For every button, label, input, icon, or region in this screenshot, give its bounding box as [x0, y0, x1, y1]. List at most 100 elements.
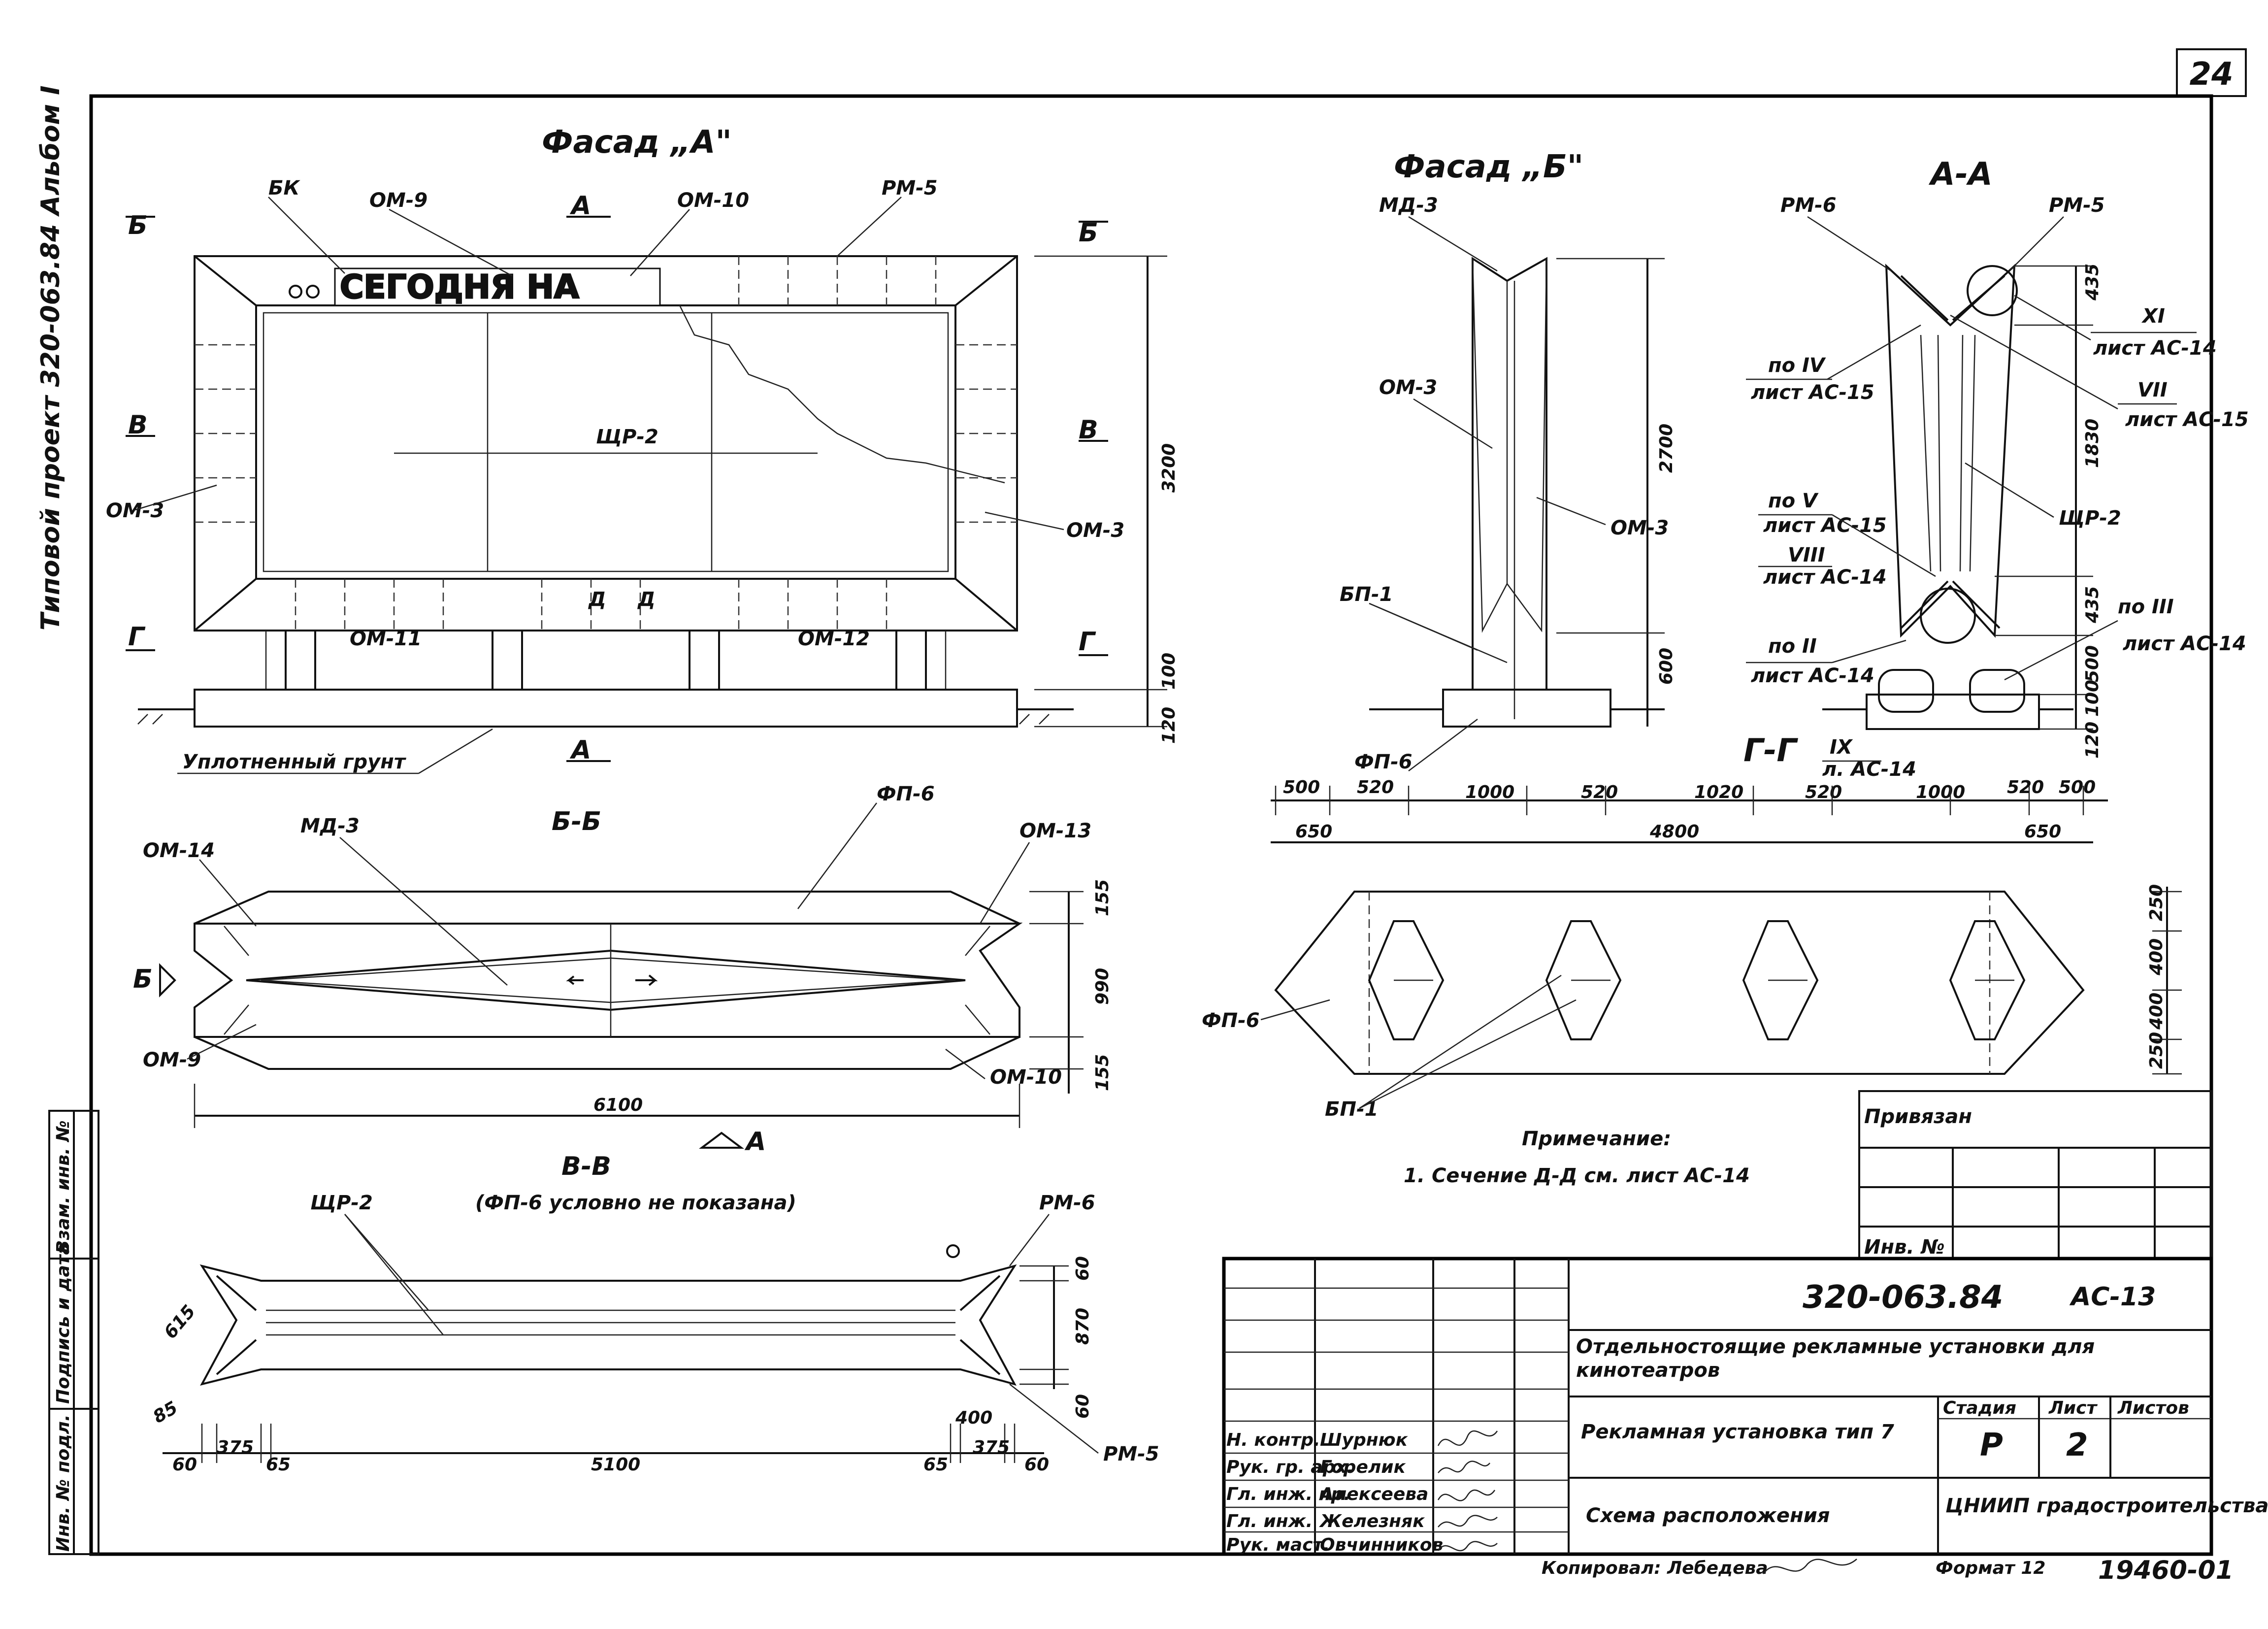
- svg-text:VII: VII: [2137, 379, 2168, 401]
- note-title: Примечание:: [1522, 1128, 1671, 1150]
- svg-text:А: А: [744, 1127, 766, 1157]
- page-number-box: 24: [2176, 48, 2247, 97]
- svg-text:1000: 1000: [1465, 782, 1514, 802]
- svg-text:ФП-6: ФП-6: [877, 783, 935, 805]
- svg-text:РМ-6: РМ-6: [1780, 194, 1837, 217]
- svg-text:БП-1: БП-1: [1340, 583, 1393, 606]
- svg-text:ОМ-3: ОМ-3: [1611, 517, 1669, 539]
- svg-text:250: 250: [2146, 1032, 2167, 1069]
- project-code: 320-063.84: [1803, 1279, 2003, 1316]
- svg-text:Г: Г: [128, 622, 146, 652]
- svg-text:120: 120: [2082, 722, 2103, 759]
- svg-text:Р: Р: [1980, 1427, 2003, 1463]
- svg-text:ЩР-2: ЩР-2: [2059, 507, 2121, 530]
- svg-text:120: 120: [1159, 707, 1179, 744]
- svg-text:лист АС-14: лист АС-14: [1751, 665, 1874, 687]
- svg-text:ФП-6: ФП-6: [1354, 751, 1413, 773]
- svg-text:435: 435: [2082, 586, 2103, 624]
- svg-text:СЕГОДНЯ НА: СЕГОДНЯ НА: [340, 268, 579, 306]
- format-label: Формат 12: [1936, 1558, 2045, 1578]
- svg-text:МД-3: МД-3: [1379, 194, 1438, 217]
- svg-text:3200: 3200: [1159, 443, 1179, 493]
- sheet-border: [89, 94, 2213, 1556]
- facade-a-title: Фасад „А": [542, 124, 732, 161]
- svg-text:ОМ-3: ОМ-3: [1379, 376, 1437, 399]
- svg-text:ОМ-11: ОМ-11: [350, 628, 422, 650]
- svg-text:лист АС-14: лист АС-14: [2123, 632, 2246, 655]
- ground-label: Уплотненный грунт: [182, 751, 407, 773]
- svg-text:лист АС-15: лист АС-15: [2125, 408, 2249, 431]
- svg-text:ЩР-2: ЩР-2: [310, 1192, 373, 1214]
- svg-text:600: 600: [1656, 648, 1676, 685]
- svg-text:6100: 6100: [593, 1095, 643, 1115]
- signatures: [1437, 1430, 1498, 1552]
- object-title: Отдельностоящие рекламные установки для …: [1576, 1335, 2095, 1382]
- svg-text:Овчинников: Овчинников: [1320, 1535, 1443, 1555]
- svg-text:Гл. инж. пр.: Гл. инж. пр.: [1226, 1484, 1350, 1504]
- svg-text:60: 60: [1024, 1455, 1049, 1475]
- svg-text:ОМ-13: ОМ-13: [1019, 820, 1091, 842]
- svg-text:лист АС-15: лист АС-15: [1751, 381, 1874, 404]
- svg-text:ОМ-12: ОМ-12: [798, 628, 870, 650]
- drawing-title: Рекламная установка тип 7: [1581, 1421, 1894, 1443]
- sheet-code: АС-13: [2069, 1282, 2156, 1312]
- svg-text:400: 400: [2146, 993, 2167, 1030]
- svg-text:615: 615: [160, 1301, 199, 1343]
- svg-text:500: 500: [2059, 777, 2096, 798]
- page-number: 24: [2189, 56, 2233, 93]
- svg-text:по V: по V: [1768, 490, 1819, 512]
- svg-text:РМ-5: РМ-5: [1103, 1443, 1159, 1465]
- svg-text:Г-Г: Г-Г: [1743, 732, 1798, 769]
- svg-text:Рук. маст.: Рук. маст.: [1226, 1535, 1330, 1555]
- svg-text:2: 2: [2066, 1427, 2088, 1463]
- section-bb: Б-Б МД-3 ФП-6 ОМ-14 ОМ-13 ОМ-9 ОМ-10 Б 1…: [133, 783, 1113, 1157]
- svg-text:Шурнюк: Шурнюк: [1320, 1430, 1409, 1450]
- svg-text:870: 870: [1073, 1308, 1093, 1345]
- stamp-number: 19460-01: [2098, 1556, 2234, 1585]
- section-vv: В-В (ФП-6 условно не показана) ЩР-2 РМ-6…: [150, 1152, 1159, 1475]
- svg-text:Листов: Листов: [2117, 1398, 2189, 1418]
- section-vv-subtitle: (ФП-6 условно не показана): [475, 1192, 796, 1214]
- svg-text:Рук. гр. арх.: Рук. гр. арх.: [1226, 1457, 1353, 1477]
- svg-text:Инв. № подл.: Инв. № подл.: [53, 1414, 73, 1552]
- svg-text:Инв. №: Инв. №: [1864, 1236, 1945, 1259]
- svg-text:5100: 5100: [591, 1455, 640, 1475]
- svg-text:500: 500: [1283, 777, 1320, 798]
- svg-text:Алексеева: Алексеева: [1318, 1484, 1428, 1504]
- svg-text:520: 520: [1581, 782, 1618, 802]
- svg-text:2700: 2700: [1656, 424, 1676, 473]
- svg-text:Н. контр.: Н. контр.: [1226, 1430, 1320, 1450]
- svg-text:250: 250: [2146, 884, 2167, 921]
- svg-text:155: 155: [1092, 1054, 1113, 1091]
- privyazan-block: Привязан Инв. №: [1858, 1090, 2212, 1260]
- svg-text:ОМ-9: ОМ-9: [369, 189, 427, 212]
- svg-text:РМ-5: РМ-5: [882, 177, 938, 199]
- svg-text:Г: Г: [1079, 627, 1096, 657]
- section-vv-title: В-В: [561, 1152, 611, 1181]
- side-stamp: Инв. № подл. Подпись и дата Взам. инв. №: [48, 1110, 99, 1555]
- svg-text:РМ-6: РМ-6: [1039, 1192, 1095, 1214]
- svg-text:по III: по III: [2118, 596, 2174, 618]
- svg-text:IX: IX: [1830, 736, 1853, 759]
- scheme-title: Схема расположения: [1586, 1504, 1830, 1527]
- svg-text:Д: Д: [588, 588, 606, 611]
- facade-b-title: Фасад „Б": [1394, 149, 1583, 185]
- svg-text:100: 100: [2082, 680, 2103, 717]
- facade-b: Фасад „Б" МД-3 ОМ-3 ОМ-3 БП-1 ФП-6 2700 …: [1340, 149, 1676, 773]
- svg-text:Гл. инж.: Гл. инж.: [1226, 1511, 1313, 1531]
- svg-text:л. АС-14: л. АС-14: [1822, 758, 1916, 781]
- svg-text:VIII: VIII: [1788, 544, 1825, 566]
- copied-by: Копировал: Лебедева: [1542, 1558, 1768, 1578]
- svg-text:РМ-5: РМ-5: [2049, 194, 2105, 217]
- svg-text:400: 400: [2146, 938, 2167, 976]
- svg-text:ОМ-10: ОМ-10: [990, 1066, 1062, 1089]
- svg-text:по II: по II: [1768, 635, 1817, 658]
- svg-text:60: 60: [1073, 1256, 1093, 1281]
- facade-a: Фасад „А": [106, 124, 1179, 774]
- svg-text:ОМ-3: ОМ-3: [1066, 519, 1124, 542]
- svg-text:60: 60: [1073, 1394, 1093, 1419]
- svg-text:Стадия: Стадия: [1943, 1398, 2016, 1418]
- svg-text:Железняк: Железняк: [1318, 1511, 1425, 1531]
- svg-text:ЩР-2: ЩР-2: [596, 426, 658, 448]
- svg-text:лист АС-14: лист АС-14: [1763, 566, 1887, 589]
